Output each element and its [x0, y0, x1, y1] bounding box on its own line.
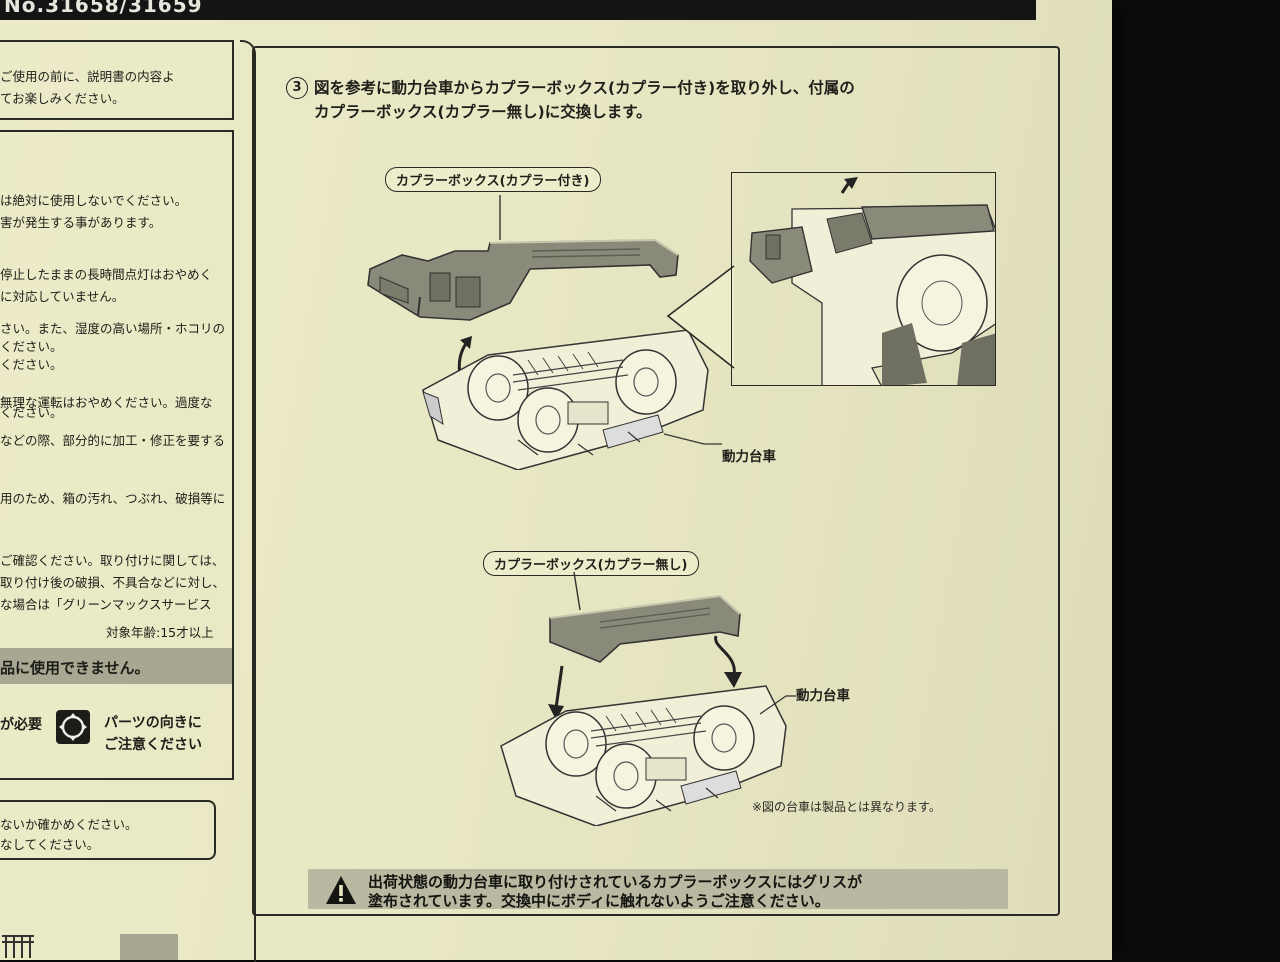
coupler-box-with-illustration [367, 195, 679, 321]
left-top-box: ご使用の前に、説明書の内容よ てお楽しみください。 [0, 40, 234, 120]
safety-line: ご確認ください。取り付けに関しては、 [0, 553, 225, 568]
age-target: 対象年齢:15才以上 [106, 625, 214, 640]
step-instruction-line-1: 図を参考に動力台車からカプラーボックス(カプラー付き)を取り外し、付属の [314, 79, 855, 97]
instruction-sheet: No.31658/31659 ご使用の前に、説明書の内容よ てお楽しみください。… [0, 0, 1112, 962]
coupler-box-without-illustration [549, 571, 741, 663]
left-safety-box: は絶対に使用しないでください。 害が発生する事があります。 停止したままの長時間… [0, 130, 234, 780]
safety-line: ください。 [0, 357, 63, 372]
left-bottom-line-1: ないか確かめください。 [0, 817, 138, 832]
safety-line: さい。また、湿度の高い場所・ホコリの [0, 321, 226, 336]
left-top-line-1: ご使用の前に、説明書の内容よ [0, 69, 175, 84]
curved-arrow-icon [714, 635, 742, 688]
warning-line-2: 塗布されています。交換中にボディに触れないようご注意ください。 [368, 892, 830, 910]
step-3-section [252, 46, 1060, 916]
truck-note: ※図の台車は製品とは異なります。 [752, 800, 941, 814]
gray-notice-bar [0, 648, 232, 684]
detail-inset-box [731, 172, 996, 386]
leader-line [664, 433, 722, 445]
parts-note-line-2: ご注意ください [104, 737, 202, 753]
safety-line: ください。 [0, 339, 63, 354]
down-arrow-icon [548, 665, 564, 720]
parts-note-line-1: パーツの向きに [104, 715, 202, 731]
rail-track-icon [2, 935, 34, 958]
need-text: が必要 [0, 717, 42, 733]
label-power-truck-2: 動力台車 [796, 688, 850, 704]
detail-illustration [749, 177, 995, 385]
power-truck-illustration-2 [500, 685, 787, 826]
safety-line: 取り付け後の破損、不具合などに対し、 [0, 575, 226, 590]
gray-notice-text: 品に使用できません。 [0, 659, 150, 677]
safety-line: 用のため、箱の汚れ、つぶれ、破損等に [0, 491, 226, 506]
safety-line: ください。 [0, 405, 63, 420]
safety-line: 無理な運転はおやめください。過度な [0, 395, 213, 410]
safety-line: は絶対に使用しないでください。 [0, 193, 188, 208]
left-top-line-2: てお楽しみください。 [0, 91, 125, 106]
safety-line: に対応していません。 [0, 289, 125, 304]
left-outer-rule [240, 40, 256, 962]
safety-line: 停止したままの長時間点灯はおやめく [0, 267, 213, 282]
leader-line-2 [759, 695, 796, 715]
left-bottom-line-2: なしてください。 [0, 837, 100, 852]
warning-icon [326, 876, 356, 904]
label-coupler-box-without: カプラーボックス(カプラー無し) [483, 551, 699, 576]
grease-warning-bar: 出荷状態の動力台車に取り付けされているカプラーボックスにはグリスが 塗布されてい… [308, 869, 1008, 910]
gray-part-swatch [120, 934, 178, 960]
orientation-icon [56, 710, 90, 744]
step-instruction-line-2: カプラーボックス(カプラー無し)に交換します。 [314, 103, 652, 121]
power-truck-illustration-1 [422, 329, 709, 470]
model-number-header: No.31658/31659 [0, 0, 1036, 20]
safety-line: などの際、部分的に加工・修正を要する [0, 433, 226, 448]
warning-line-1: 出荷状態の動力台車に取り付けされているカプラーボックスにはグリスが [368, 873, 863, 891]
label-power-truck-1: 動力台車 [722, 449, 776, 465]
safety-line: な場合は「グリーンマックスサービス [0, 597, 212, 612]
safety-line: 害が発生する事があります。 [0, 215, 162, 230]
left-bottom-box: ないか確かめください。 なしてください。 [0, 800, 216, 860]
step-number: 3 [286, 77, 308, 99]
callout-pointer [666, 265, 735, 369]
label-coupler-box-with: カプラーボックス(カプラー付き) [385, 167, 601, 192]
